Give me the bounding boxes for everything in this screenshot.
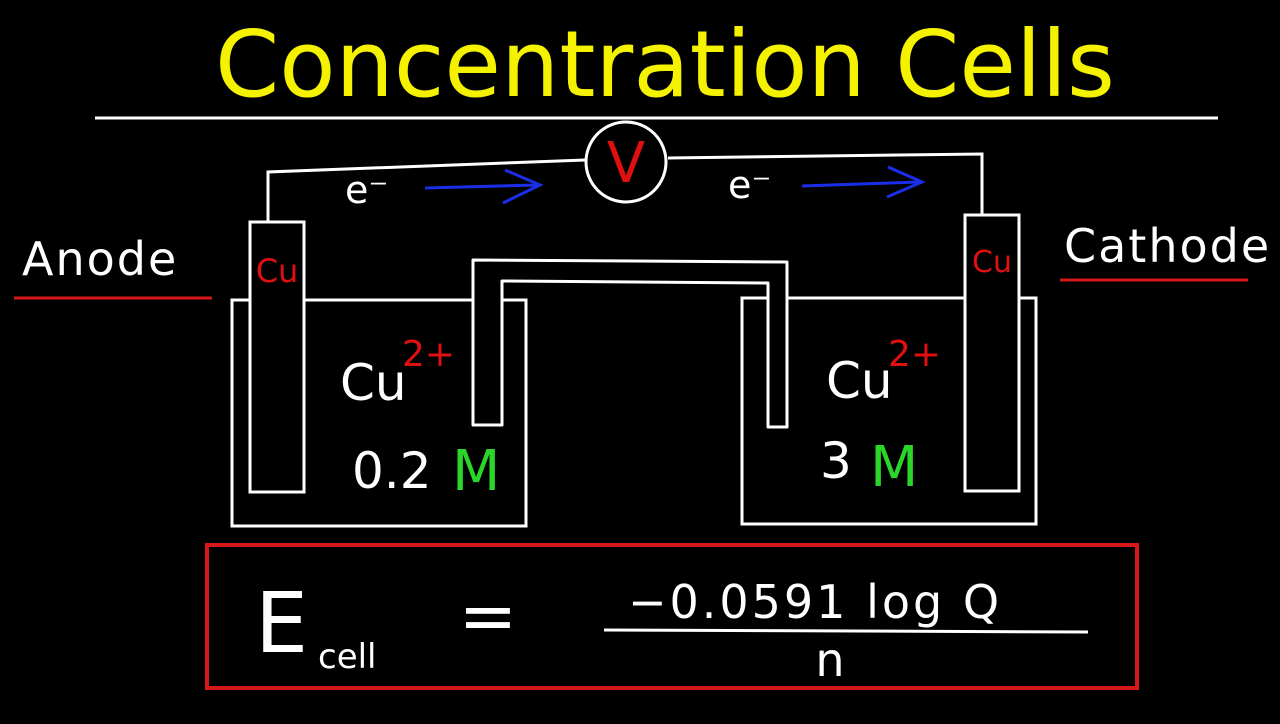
page-title: Concentration Cells <box>215 11 1115 118</box>
salt-bridge <box>471 258 789 429</box>
right-beaker <box>740 296 1038 526</box>
right-electrode <box>963 213 1021 493</box>
cathode-label: Cathode <box>1064 219 1271 273</box>
voltmeter-circle <box>584 120 668 204</box>
right-concentration: 3 <box>820 432 852 490</box>
anode-label: Anode <box>22 232 178 286</box>
right-ion-charge: 2+ <box>888 334 941 375</box>
left-ion: Cu <box>340 354 407 412</box>
voltmeter-label: V <box>607 131 645 196</box>
right-electrode-label: Cu <box>972 245 1012 280</box>
right-molar-unit: M <box>870 435 918 500</box>
left-ion-charge: 2+ <box>402 334 455 375</box>
equation-equals: = <box>459 575 518 657</box>
left-molar-unit: M <box>452 439 500 504</box>
left-electrode-label: Cu <box>256 252 299 290</box>
equation-box <box>205 543 1139 690</box>
external-wire <box>266 152 984 222</box>
left-beaker <box>230 298 528 528</box>
electron-arrow-right <box>801 165 926 199</box>
equation-subscript: cell <box>318 637 377 677</box>
equation-symbol: E <box>255 574 308 672</box>
fraction-bar <box>603 628 1089 634</box>
electron-arrow-left <box>424 168 544 205</box>
electron-label-right: e⁻ <box>728 163 771 207</box>
equation-denominator: n <box>815 633 844 687</box>
equation-numerator: −0.0591 log Q <box>628 575 1002 629</box>
left-electrode <box>248 220 306 494</box>
right-ion: Cu <box>826 352 893 410</box>
electron-label-left: e⁻ <box>345 168 388 212</box>
left-concentration: 0.2 <box>352 442 432 500</box>
